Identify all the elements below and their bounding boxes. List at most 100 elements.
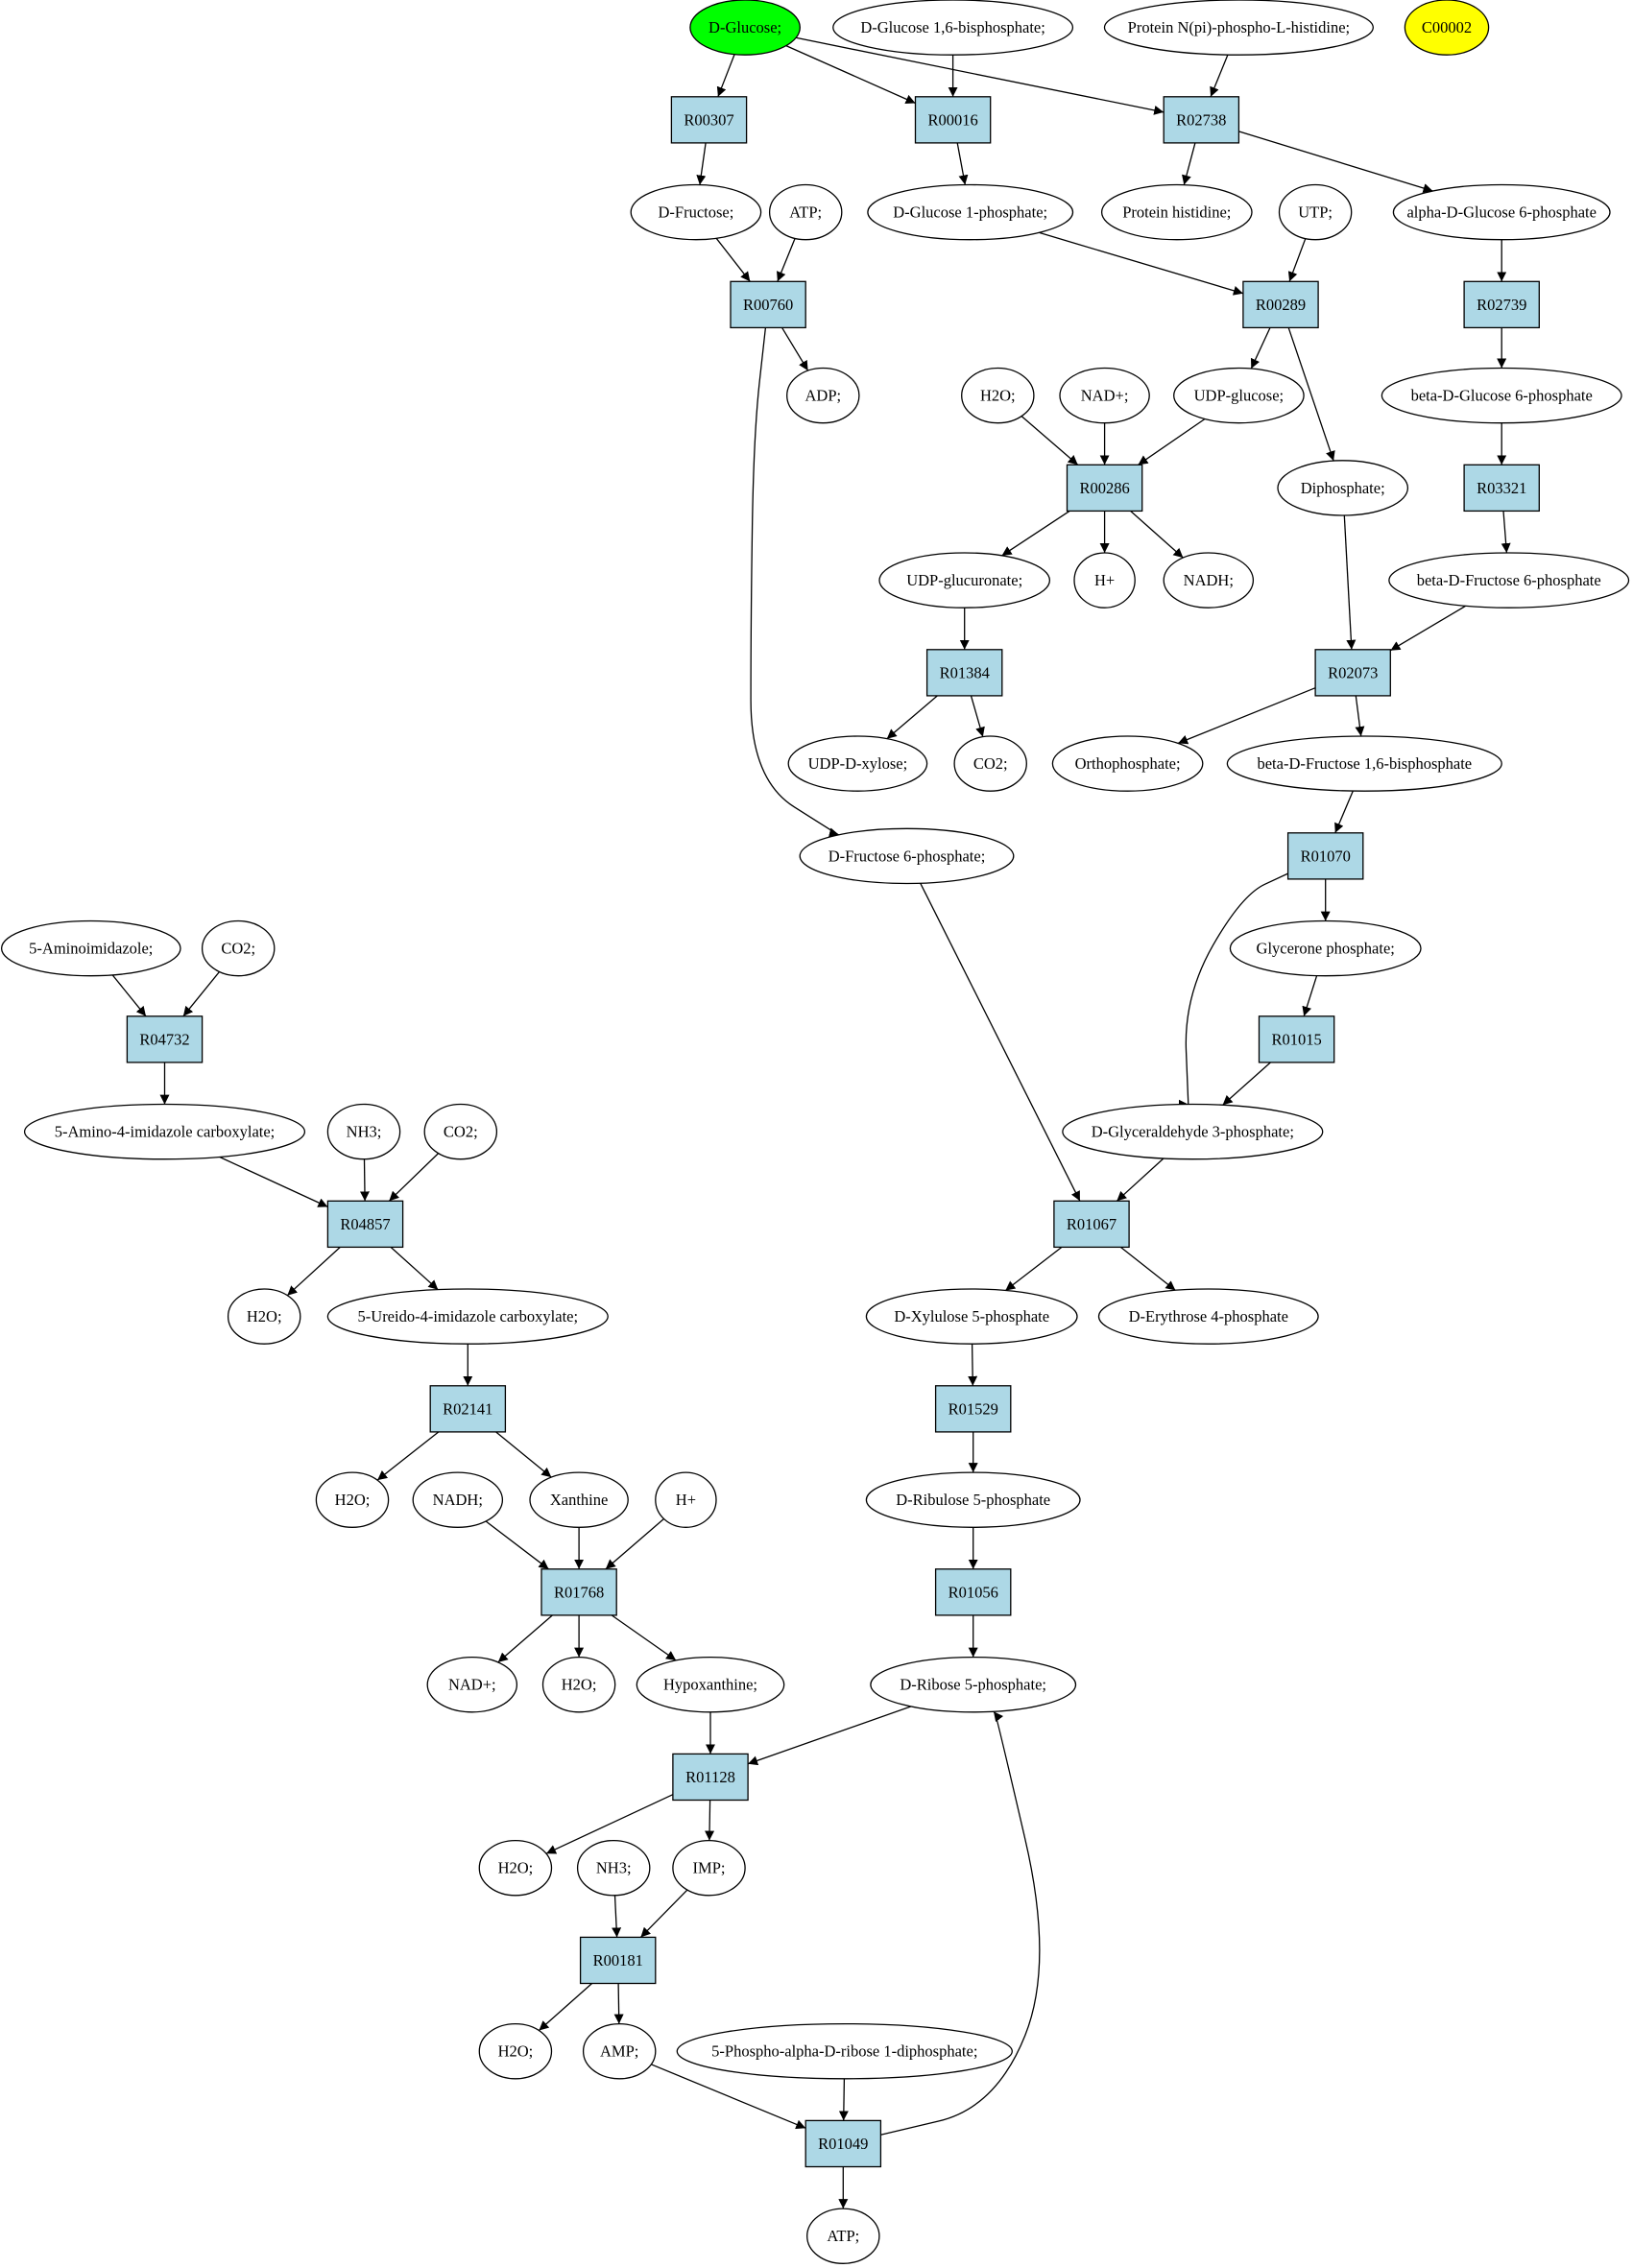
- metabolite-ellipse: [0, 919, 181, 977]
- edge-m_hplus_b-to-r_R01768: [605, 1517, 665, 1570]
- metabolite-ellipse: [806, 2208, 880, 2264]
- metabolite-ellipse: [541, 1656, 616, 1713]
- node-label: D-Xylulose 5-phosphate: [894, 1307, 1049, 1325]
- node-label: ATP;: [789, 203, 822, 222]
- node-label: NH3;: [596, 1859, 632, 1877]
- metabolite-ellipse: [1229, 919, 1422, 977]
- metabolite-ellipse: [1392, 183, 1611, 241]
- node-label: UDP-D-xylose;: [808, 754, 908, 773]
- metabolite-ellipse: [23, 1103, 306, 1160]
- node-label: R01015: [1271, 1030, 1321, 1048]
- metabolite-node-hplus_b: H+: [655, 1471, 717, 1528]
- metabolite-ellipse: [953, 735, 1027, 792]
- node-label: 5-Aminoimidazole;: [29, 940, 153, 958]
- reaction-node-R00016: R00016: [914, 96, 992, 144]
- metabolite-node-amp: AMP;: [582, 2022, 657, 2080]
- metabolite-ellipse: [799, 827, 1015, 885]
- metabolite-node-atp2: ATP;: [806, 2208, 880, 2264]
- metabolite-node-xyl5p: D-Xylulose 5-phosphate: [865, 1288, 1078, 1345]
- node-label: R01768: [554, 1583, 604, 1601]
- node-label: R02739: [1477, 296, 1526, 314]
- node-label: 5-Phospho-alpha-D-ribose 1-diphosphate;: [711, 2042, 977, 2061]
- edge-r_R01768-to-m_hypox: [611, 1614, 677, 1661]
- edge-m_nh3_b-to-r_R00181: [612, 1895, 622, 1938]
- metabolite-ellipse: [1173, 367, 1305, 424]
- edge-m_nadh_b-to-r_R01768: [485, 1520, 549, 1570]
- metabolite-ellipse: [865, 1471, 1081, 1528]
- metabolite-node-h2o_e: H2O;: [478, 1839, 553, 1897]
- reaction-box: [925, 649, 1003, 697]
- metabolite-ellipse: [315, 1471, 390, 1528]
- metabolite-ellipse: [1163, 552, 1255, 609]
- reaction-box: [1258, 1015, 1335, 1063]
- node-label: D-Ribose 5-phosphate;: [900, 1676, 1046, 1694]
- node-label: D-Erythrose 4-phosphate: [1129, 1307, 1288, 1325]
- edge-m_g3p-to-r_R01067: [1116, 1158, 1165, 1202]
- edge-m_bfru16bp-to-r_R01070: [1334, 790, 1354, 834]
- node-label: NH3;: [347, 1123, 382, 1141]
- reaction-box: [1286, 832, 1364, 880]
- edge-r_R01128-to-m_h2o_e: [545, 1794, 674, 1854]
- node-label: UDP-glucuronate;: [906, 571, 1022, 589]
- metabolite-node-udpglc: UDP-glucose;: [1173, 367, 1305, 424]
- metabolite-node-h2o_b: H2O;: [227, 1288, 301, 1345]
- edge-r_R00016-to-m_glc1p: [956, 142, 969, 185]
- edge-r_R01067-to-m_xyl5p: [1004, 1246, 1063, 1292]
- metabolite-ellipse: [1073, 552, 1136, 609]
- metabolite-node-co2_a: CO2;: [953, 735, 1027, 792]
- edge-m_utp-to-r_R00289: [1287, 238, 1307, 282]
- node-label: Glycerone phosphate;: [1257, 940, 1395, 958]
- edge-m_protnphis-to-r_R02738: [1210, 54, 1229, 98]
- node-label: NADH;: [433, 1491, 483, 1509]
- node-label: Protein histidine;: [1122, 203, 1231, 222]
- metabolite-node-h2o_f: H2O;: [478, 2022, 553, 2080]
- metabolite-node-adp: ADP;: [786, 367, 860, 424]
- edge-r_R02141-to-m_h2o_c: [376, 1431, 440, 1481]
- node-label: UDP-glucose;: [1194, 387, 1285, 405]
- reaction-box: [1066, 464, 1143, 513]
- node-label: H2O;: [335, 1491, 371, 1509]
- edge-r_R02073-to-m_orthophos: [1177, 687, 1316, 745]
- node-label: IMP;: [693, 1859, 726, 1877]
- metabolite-node-glycerone: Glycerone phosphate;: [1229, 919, 1422, 977]
- metabolite-ellipse: [529, 1471, 629, 1528]
- metabolite-node-g3p: D-Glyceraldehyde 3-phosphate;: [1062, 1103, 1324, 1160]
- edge-r_R02738-to-m_aglc6p: [1238, 131, 1433, 193]
- node-label: CO2;: [444, 1123, 478, 1141]
- node-label: R02141: [443, 1399, 492, 1418]
- metabolite-node-xanthine: Xanthine: [529, 1471, 629, 1528]
- edge-r_R01015-to-m_g3p: [1222, 1062, 1271, 1106]
- node-label: R01384: [940, 663, 990, 681]
- edge-r_R01128-to-m_imp: [705, 1800, 715, 1841]
- metabolite-node-bglc6p: beta-D-Glucose 6-phosphate: [1381, 367, 1622, 424]
- edge-r_R00760-to-m_adp: [781, 327, 809, 371]
- metabolite-ellipse: [1226, 735, 1502, 792]
- metabolite-node-5a4ic: 5-Amino-4-imidazole carboxylate;: [23, 1103, 306, 1160]
- node-label: 5-Amino-4-imidazole carboxylate;: [55, 1123, 276, 1141]
- metabolite-node-nh3_b: NH3;: [576, 1839, 651, 1897]
- reaction-node-R01067: R01067: [1053, 1200, 1130, 1249]
- metabolite-ellipse: [630, 183, 762, 241]
- node-label: R02073: [1328, 663, 1378, 681]
- metabolite-node-prpp: 5-Phospho-alpha-D-ribose 1-diphosphate;: [676, 2022, 1013, 2080]
- reaction-node-R01768: R01768: [540, 1568, 617, 1616]
- metabolite-ellipse: [787, 735, 928, 792]
- metabolite-ellipse: [478, 1839, 553, 1897]
- node-label: R00016: [927, 110, 977, 129]
- metabolite-node-5aminoimid: 5-Aminoimidazole;: [0, 919, 181, 977]
- node-label: AMP;: [600, 2042, 638, 2061]
- node-label: beta-D-Fructose 1,6-bisphosphate: [1257, 754, 1472, 773]
- node-label: R01529: [949, 1399, 998, 1418]
- edge-m_amp-to-r_R01049: [651, 2064, 806, 2130]
- metabolite-ellipse: [1277, 460, 1409, 516]
- edge-r_R04857-to-m_5u4ic: [390, 1247, 439, 1291]
- reaction-box: [804, 2119, 882, 2168]
- metabolite-node-c00002: C00002: [1404, 0, 1490, 56]
- node-label: Hypoxanthine;: [663, 1676, 757, 1694]
- edge-r_R02141-to-m_xanthine: [495, 1431, 552, 1478]
- node-label: H2O;: [562, 1676, 597, 1694]
- edge-m_h2o_a-to-r_R00286: [1021, 416, 1079, 466]
- edge-m_glc1p-to-r_R00289: [1038, 231, 1244, 296]
- reaction-node-R04732: R04732: [126, 1015, 204, 1063]
- node-label: H2O;: [498, 2042, 534, 2061]
